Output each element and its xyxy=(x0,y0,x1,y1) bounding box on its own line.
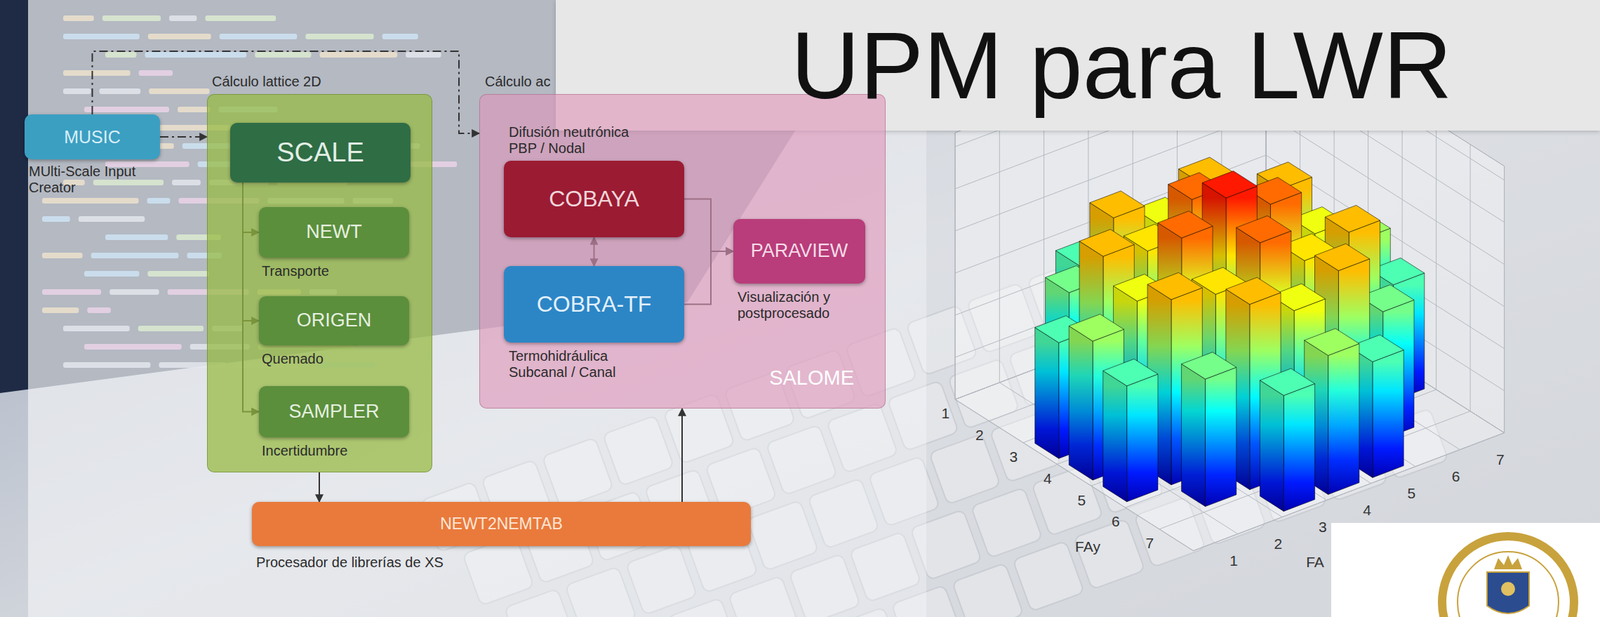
box-caption: Incertidumbre xyxy=(261,442,348,459)
axis-title: FAy xyxy=(1075,538,1101,554)
bar-face xyxy=(1181,364,1206,507)
bar-top xyxy=(1225,277,1281,304)
box-caption: Termohidráulica Subcanal / Canal xyxy=(508,348,650,381)
axis-title: FA xyxy=(1305,554,1325,570)
bar-shade xyxy=(1035,327,1059,459)
grid-line xyxy=(955,132,956,400)
tool-box: SAMPLERIncertidumbre xyxy=(258,385,410,438)
axis-tick: 7 xyxy=(1145,535,1154,551)
bar-top xyxy=(1315,243,1370,271)
page-title: UPM para LWR xyxy=(790,0,1452,131)
tool-box: SCALE xyxy=(230,122,411,183)
axis-tick: 2 xyxy=(1274,535,1283,551)
tool-box: PARAVIEWVisualización y postprocesado xyxy=(733,218,866,284)
axis-tick: 6 xyxy=(1451,468,1461,483)
panel-heading: Cálculo lattice 2D xyxy=(211,73,322,90)
bar-top xyxy=(1324,204,1380,232)
tool-box: MUSICMUlti-Scale Input Creator xyxy=(24,114,160,160)
box-label: COBAYA xyxy=(548,185,640,212)
bar-shade xyxy=(1103,370,1128,502)
axis-tick: 3 xyxy=(1009,449,1018,464)
bar-face xyxy=(1372,350,1404,478)
box-caption: Procesador de librerías de XS xyxy=(256,554,444,571)
bar-top xyxy=(1103,358,1158,386)
tool-box: COBRA-TFTermohidráulica Subcanal / Canal xyxy=(503,265,685,343)
seal-shield xyxy=(1487,571,1530,614)
axis-tick: 2 xyxy=(975,427,984,443)
bar-top xyxy=(1181,352,1237,379)
grid-line xyxy=(1503,166,1505,433)
box-label: SAMPLER xyxy=(288,400,379,423)
grid-line xyxy=(1435,122,1437,390)
platform-label: SALOME xyxy=(769,366,855,390)
connector-arrow xyxy=(681,408,683,502)
bar-face xyxy=(1283,383,1315,512)
box-label: SCALE xyxy=(276,137,365,169)
bar-shade xyxy=(1259,380,1284,512)
processor-bar: NEWT2NEMTABProcesador de librerías de XS xyxy=(251,501,751,546)
grid-line xyxy=(1470,144,1471,412)
connector-arrow xyxy=(318,472,320,502)
stage-panel: Cálculo acSALOMEDifusión neutrónica PBP … xyxy=(479,94,886,409)
grid-line xyxy=(999,115,1000,383)
bar-top xyxy=(1147,272,1203,299)
bar-top xyxy=(1079,229,1135,257)
axis-tick: 4 xyxy=(1362,501,1372,517)
box-label: NEWT xyxy=(305,221,362,243)
box-caption: Quemado xyxy=(261,350,324,368)
bar-face xyxy=(1328,343,1360,495)
panel-heading: Cálculo ac xyxy=(484,73,551,90)
stage-panel: Cálculo lattice 2DSCALENEWTTransporteORI… xyxy=(207,94,433,473)
box-label: NEWT2NEMTAB xyxy=(440,514,563,533)
box-caption: MUlti-Scale Input Creator xyxy=(28,163,170,196)
tool-box: NEWTTransporte xyxy=(258,207,410,258)
university-logo xyxy=(1331,522,1600,617)
seal-inner-ring xyxy=(1457,551,1559,617)
bar-top xyxy=(1089,190,1145,218)
bar-face xyxy=(1259,380,1284,512)
box-caption: Difusión neutrónica PBP / Nodal xyxy=(508,124,657,157)
bar-top xyxy=(1068,314,1124,342)
bar-top xyxy=(1202,171,1257,198)
seal-crown xyxy=(1494,555,1523,570)
bar-top xyxy=(1304,328,1360,356)
box-caption: Visualización y postprocesado xyxy=(737,289,861,322)
axis-tick: 7 xyxy=(1496,451,1505,466)
axis-tick: 4 xyxy=(1043,470,1052,485)
box-label: COBRA-TF xyxy=(536,291,652,318)
bar-shade xyxy=(1068,325,1093,480)
axis-tick: 3 xyxy=(1318,518,1328,534)
axis-tick: 1 xyxy=(941,405,950,421)
box-caption: Transporte xyxy=(261,263,330,280)
box-label: MUSIC xyxy=(63,127,121,148)
bar-face xyxy=(1205,367,1237,506)
bar-shade xyxy=(1181,364,1206,507)
seal-ring xyxy=(1442,536,1575,617)
bar-top xyxy=(1259,368,1315,396)
bar-top xyxy=(1236,215,1292,243)
axis-tick: 1 xyxy=(1229,552,1238,568)
bar-face xyxy=(1127,374,1158,502)
tool-box: ORIGENQuemado xyxy=(258,296,410,346)
axis-tick: 6 xyxy=(1111,513,1120,529)
bar-top xyxy=(1157,211,1213,238)
connector-arrow xyxy=(160,136,208,138)
axis-tick: 5 xyxy=(1077,491,1086,507)
bar-face xyxy=(1068,325,1093,480)
seal-emblem xyxy=(1501,581,1516,596)
tool-box: Difusión neutrónica PBP / NodalCOBAYA xyxy=(503,160,685,238)
bar-face xyxy=(1103,370,1128,502)
axis-tick: 5 xyxy=(1407,484,1417,500)
box-label: ORIGEN xyxy=(296,309,372,332)
bar-face xyxy=(1035,327,1059,459)
box-label: PARAVIEW xyxy=(750,240,849,262)
